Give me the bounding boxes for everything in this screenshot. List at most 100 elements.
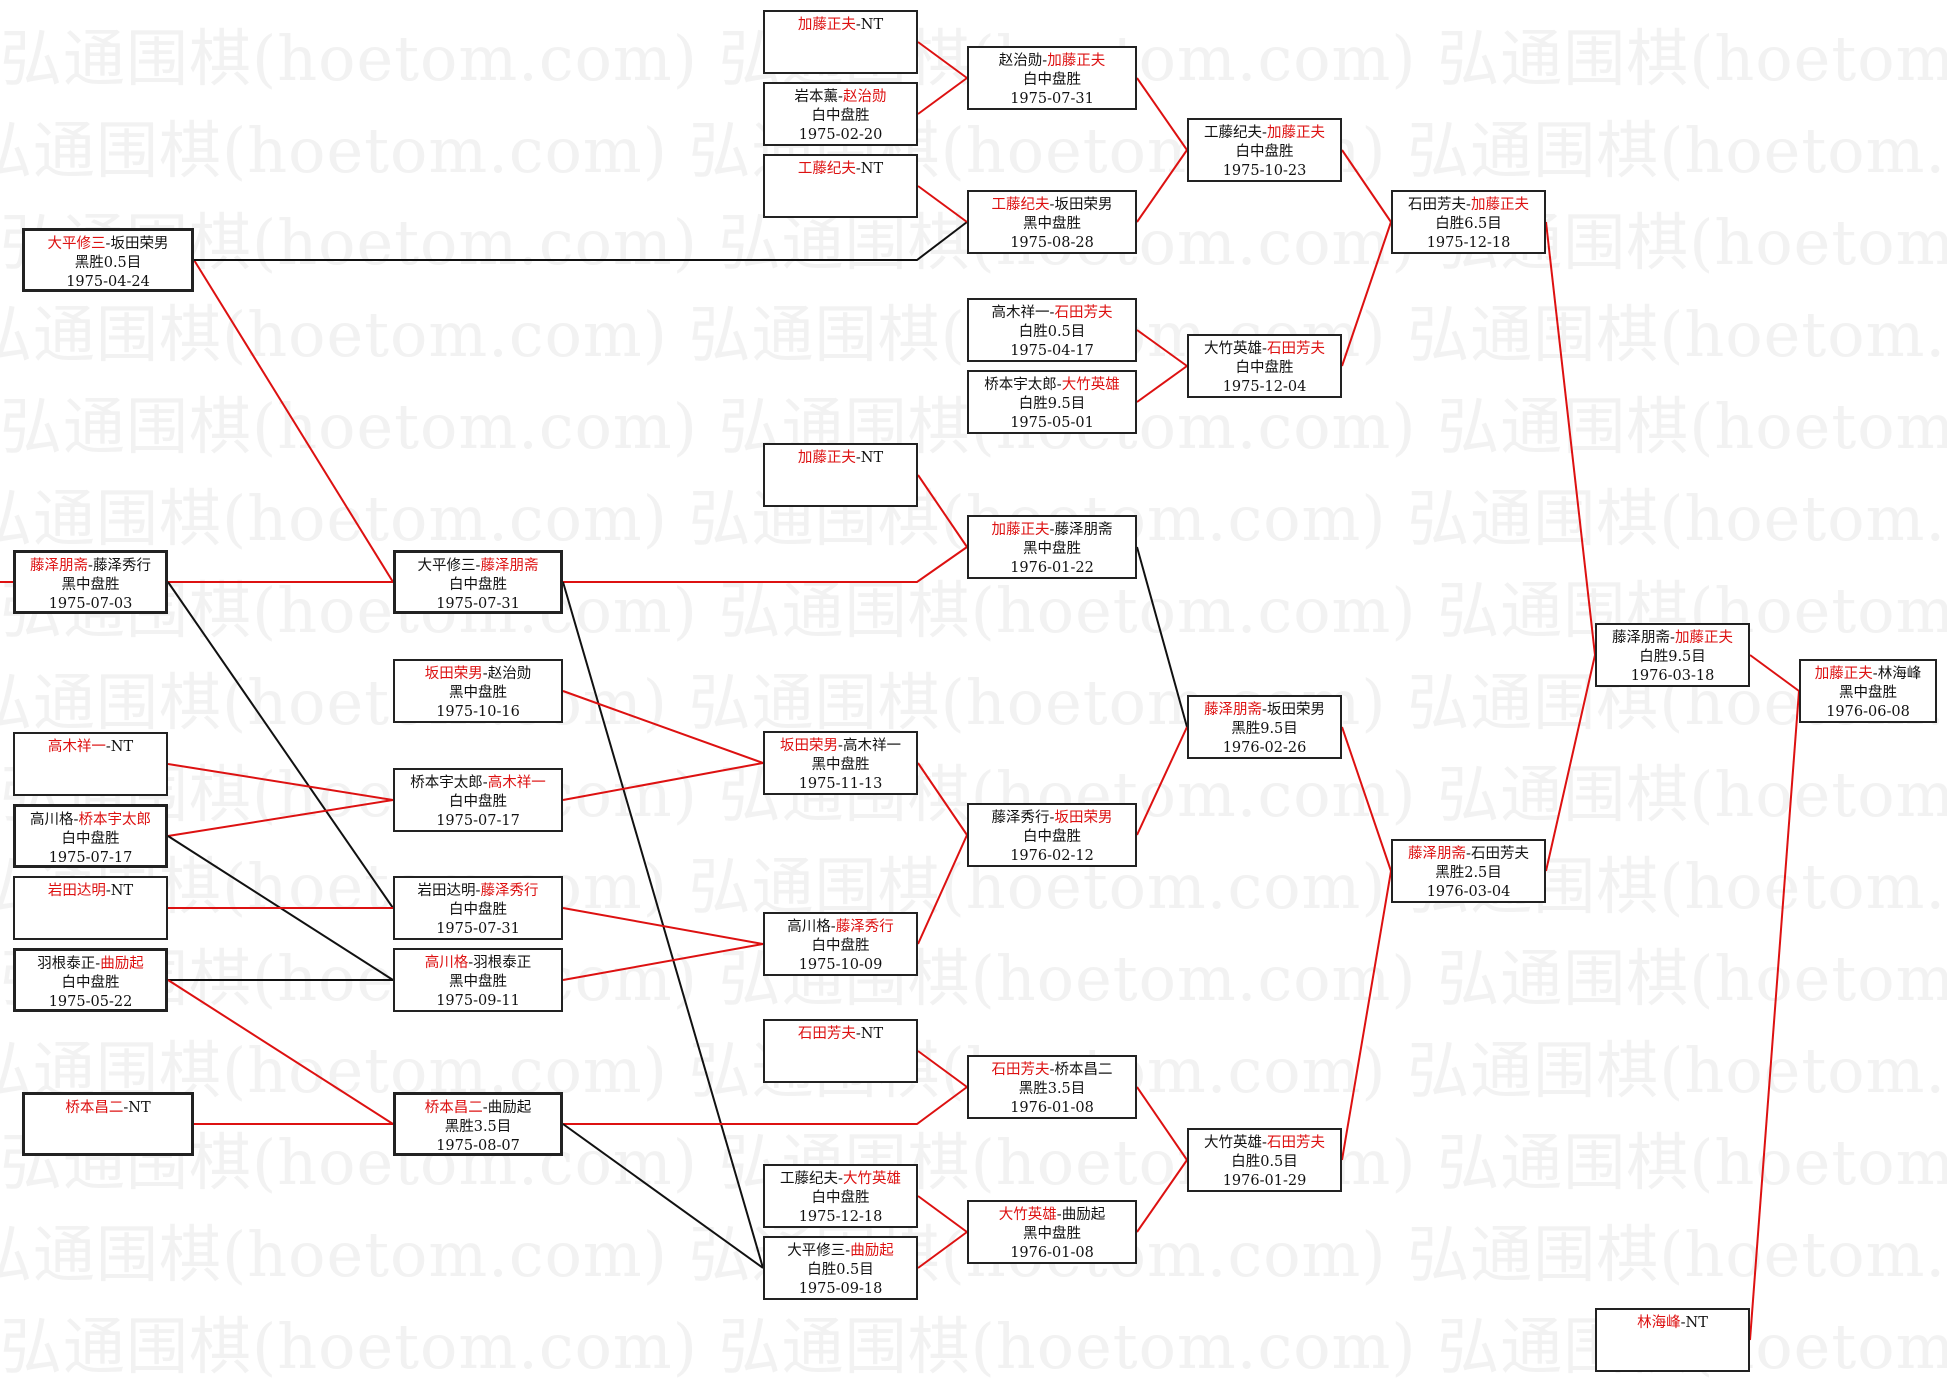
match-box-r3_8[interactable]: 工藤纪夫-大竹英雄白中盘胜 1975-12-18 [763,1164,918,1228]
player-one: 大平修三 [787,1243,846,1259]
player-two: 石田芳夫 [1054,305,1113,321]
match-result: 白胜9.5目 [1639,649,1706,665]
separator: - [1049,522,1055,538]
player-two: 坂田荣男 [1054,197,1113,213]
player-two: 藤泽朋斋 [1054,522,1113,538]
player-two: 曲励起 [1061,1207,1106,1223]
player-one: 藤泽朋斋 [1204,702,1263,718]
separator: - [838,1171,843,1187]
player-two: 加藤正夫 [1674,630,1733,646]
separator: - [845,1243,851,1259]
match-players: 工藤纪夫-大竹英雄 [765,1170,916,1189]
player-one: 大平修三 [417,558,476,574]
match-players: 赵治勋-加藤正夫 [969,52,1135,71]
separator: - [1262,702,1267,718]
player-two: NT [860,161,884,177]
player-two: NT [860,450,884,466]
separator: - [482,775,488,791]
bracket-link-r4_5-r5_3 [1136,546,1188,728]
match-players: 加藤正夫-林海峰 [1801,665,1935,684]
player-two: NT [128,1100,151,1116]
match-result: 白胜0.5目 [807,1262,874,1278]
separator: - [838,89,843,105]
match-box-r7_2[interactable]: 林海峰-NT [1595,1308,1750,1372]
bracket-link-r1_3-r2_3 [167,763,394,801]
match-date: 1975-12-18 [798,1209,883,1225]
bracket-link-r3_7-r4_7 [917,1050,968,1088]
player-one: 桥本宇太郎 [410,775,483,791]
player-two: NT [860,1026,884,1042]
player-one: 工藤纪夫 [797,161,856,177]
match-result: 黑胜0.5目 [74,255,142,271]
player-one: 藤泽秀行 [991,810,1050,826]
match-players: 藤泽朋斋-石田芳夫 [1393,845,1544,864]
separator: - [1466,846,1471,862]
separator: - [855,161,861,177]
match-result: 白中盘胜 [811,1190,870,1206]
separator: - [1872,666,1878,682]
separator: - [95,956,101,972]
player-two: 藤泽秀行 [480,883,539,899]
bracket-link-r3_1-r4_1 [917,41,968,79]
match-players: 岩本薰-赵治勋 [765,88,916,107]
match-players: 工藤纪夫-加藤正夫 [1189,124,1340,143]
match-players: 藤泽朋斋-藤泽秀行 [16,557,165,576]
match-box-r3_4[interactable]: 加藤正夫-NT [763,443,918,507]
player-one: 高木祥一 [991,305,1050,321]
match-result: 白中盘胜 [449,794,507,810]
match-box-r3_3[interactable]: 工藤纪夫-NT [763,154,918,218]
match-box-r3_1[interactable]: 加藤正夫-NT [763,10,918,74]
separator: - [1049,810,1055,826]
match-result: 白胜0.5目 [1231,1154,1298,1170]
bracket-link-r1_1-r4_2 [194,221,968,261]
match-box-r1_5[interactable]: 岩田达明-NT [13,876,168,940]
match-result: 黑中盘胜 [61,577,120,593]
bracket-link-r7_2-r8_1 [1749,690,1800,1341]
match-box-r3_7[interactable]: 石田芳夫-NT [763,1019,918,1083]
match-players: 加藤正夫-NT [765,449,916,468]
player-one: 石田芳夫 [797,1026,856,1042]
match-date: 1975-07-31 [1010,91,1094,107]
separator: - [855,450,861,466]
match-date: 1975-05-01 [1010,415,1094,431]
match-date: 1976-03-04 [1426,884,1511,900]
match-date: 1976-03-18 [1630,668,1715,684]
match-box-r1_3[interactable]: 高木祥一-NT [13,732,168,796]
match-box-r1_7[interactable]: 桥本昌二-NT [22,1092,194,1156]
match-players: 加藤正夫-NT [765,16,916,35]
player-one: 岩田达明 [47,883,106,899]
bracket-link-r1_1-r2_1 [193,259,394,583]
player-two: 坂田荣男 [110,236,169,252]
match-result: 白中盘胜 [61,831,120,847]
